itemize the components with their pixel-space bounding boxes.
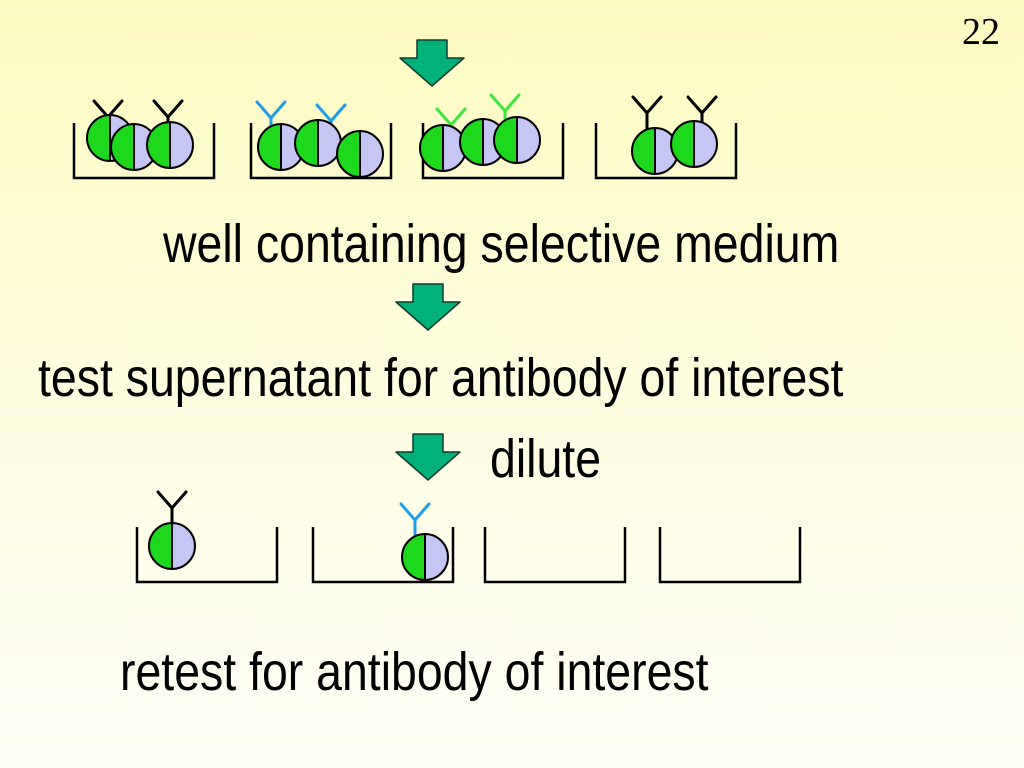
- down-arrow-icon: [395, 433, 461, 481]
- test-supernatant-caption: test supernatant for antibody of interes…: [38, 348, 844, 408]
- cell-icon: [149, 523, 195, 569]
- down-arrow-icon: [399, 39, 465, 87]
- page-number: 22: [962, 11, 1000, 53]
- cell-icon: [402, 534, 448, 580]
- dilute-caption: dilute: [490, 429, 602, 489]
- well-caption: well containing selective medium: [163, 214, 840, 274]
- cell-icon: [494, 117, 540, 163]
- cell-icon: [671, 121, 717, 167]
- cell-icon: [147, 122, 193, 168]
- down-arrow-icon: [395, 283, 461, 331]
- well-2-contents: [255, 100, 383, 177]
- well-3-contents: [420, 93, 540, 171]
- cell-icon: [295, 120, 341, 166]
- well-1-contents: [87, 99, 193, 170]
- well-4-contents: [632, 95, 717, 174]
- well-icon: [135, 527, 802, 584]
- cell-icon: [420, 125, 466, 171]
- diluted-well-2-contents: [399, 502, 448, 580]
- cell-icon: [337, 131, 383, 177]
- diluted-well-1-contents: [149, 490, 195, 569]
- retest-caption: retest for antibody of interest: [120, 642, 709, 702]
